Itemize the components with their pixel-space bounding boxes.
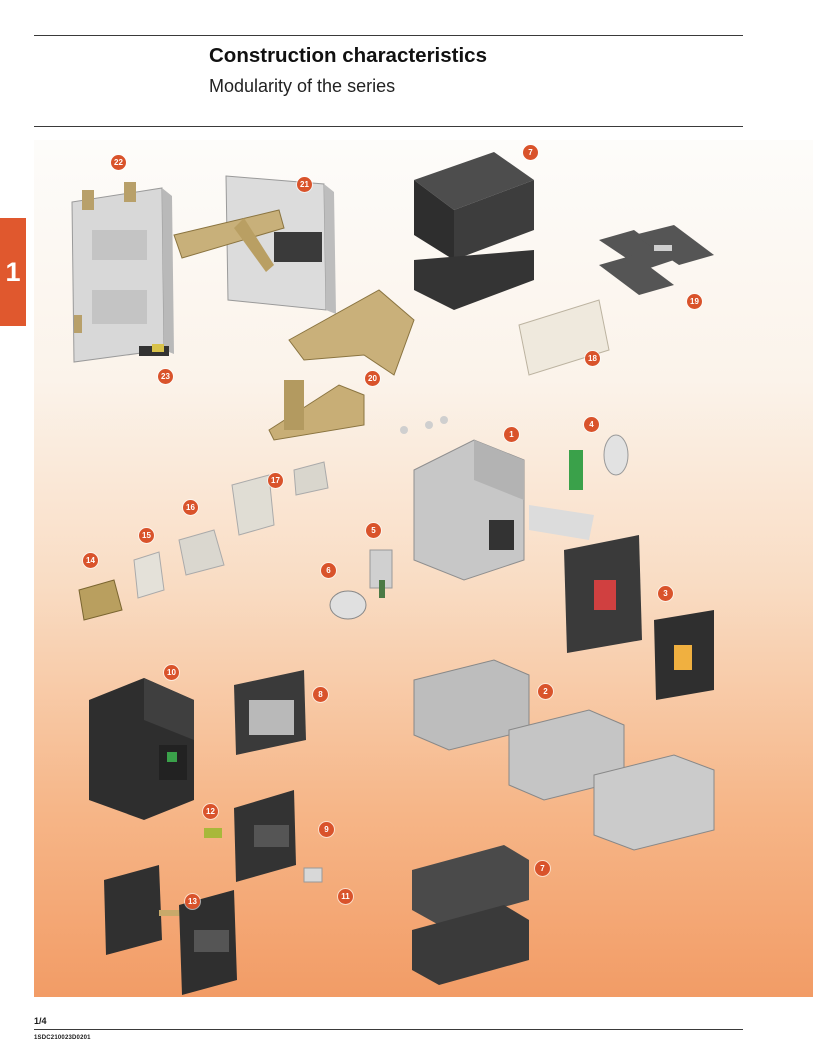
callout-20: 20 [365, 371, 380, 386]
callout-3: 3 [658, 586, 673, 601]
accessory-5 [369, 549, 393, 598]
exploded-view-parts [71, 152, 715, 995]
callout-6: 6 [321, 563, 336, 578]
callout-18: 18 [585, 351, 600, 366]
accessory-4 [569, 434, 629, 490]
accessory-6 [329, 590, 367, 620]
terminal-14 [78, 579, 123, 621]
callout-16: 16 [183, 500, 198, 515]
page-title: Construction characteristics [209, 44, 487, 67]
motor-operator [89, 678, 194, 820]
terminal-cover-bottom [412, 845, 529, 985]
rotary-handle-13 [104, 865, 237, 995]
callout-5: 5 [366, 523, 381, 538]
callout-22: 22 [111, 155, 126, 170]
terminal-16 [178, 529, 225, 576]
racking-mechanism [173, 209, 415, 376]
footer-rule [34, 1029, 743, 1030]
terminals-19 [599, 225, 714, 295]
terminal-17 [231, 461, 329, 536]
chapter-tab[interactable]: 1 [0, 218, 26, 326]
callout-19: 19 [687, 294, 702, 309]
callout-21: 21 [297, 177, 312, 192]
chapter-number: 1 [5, 256, 21, 287]
trip-unit-2 [413, 659, 715, 851]
callout-23: 23 [158, 369, 173, 384]
accessory-12 [204, 828, 222, 838]
callout-15: 15 [139, 528, 154, 543]
terminal-cover-top [414, 152, 534, 310]
callout-12: 12 [203, 804, 218, 819]
header-rule [34, 126, 743, 127]
callout-7-bottom: 7 [535, 861, 550, 876]
front-panel-3 [564, 535, 714, 700]
callout-11: 11 [338, 889, 353, 904]
fixed-part-base [71, 182, 174, 363]
callout-9: 9 [319, 822, 334, 837]
callout-10: 10 [164, 665, 179, 680]
document-code: 1SDC210023D0201 [34, 1035, 91, 1041]
callout-7-top: 7 [523, 145, 538, 160]
page-number: 1/4 [34, 1016, 47, 1026]
top-rule [34, 35, 743, 36]
auxiliary-contact-23 [139, 344, 169, 356]
callout-13: 13 [185, 894, 200, 909]
frame-8 [234, 670, 306, 755]
page-subtitle: Modularity of the series [209, 76, 396, 96]
terminal-15 [133, 551, 165, 599]
callout-4: 4 [584, 417, 599, 432]
mounting-bracket [268, 380, 365, 441]
accessory-11 [303, 867, 323, 883]
exploded-view-illustration: 22 21 7 19 18 23 20 1 4 17 16 5 15 6 14 … [34, 140, 813, 997]
callout-2: 2 [538, 684, 553, 699]
callout-17: 17 [268, 473, 283, 488]
plug-in-base [225, 175, 336, 314]
circuit-breaker [400, 416, 594, 581]
callout-8: 8 [313, 687, 328, 702]
rotary-handle-9 [234, 790, 296, 882]
callout-14: 14 [83, 553, 98, 568]
callout-1: 1 [504, 427, 519, 442]
